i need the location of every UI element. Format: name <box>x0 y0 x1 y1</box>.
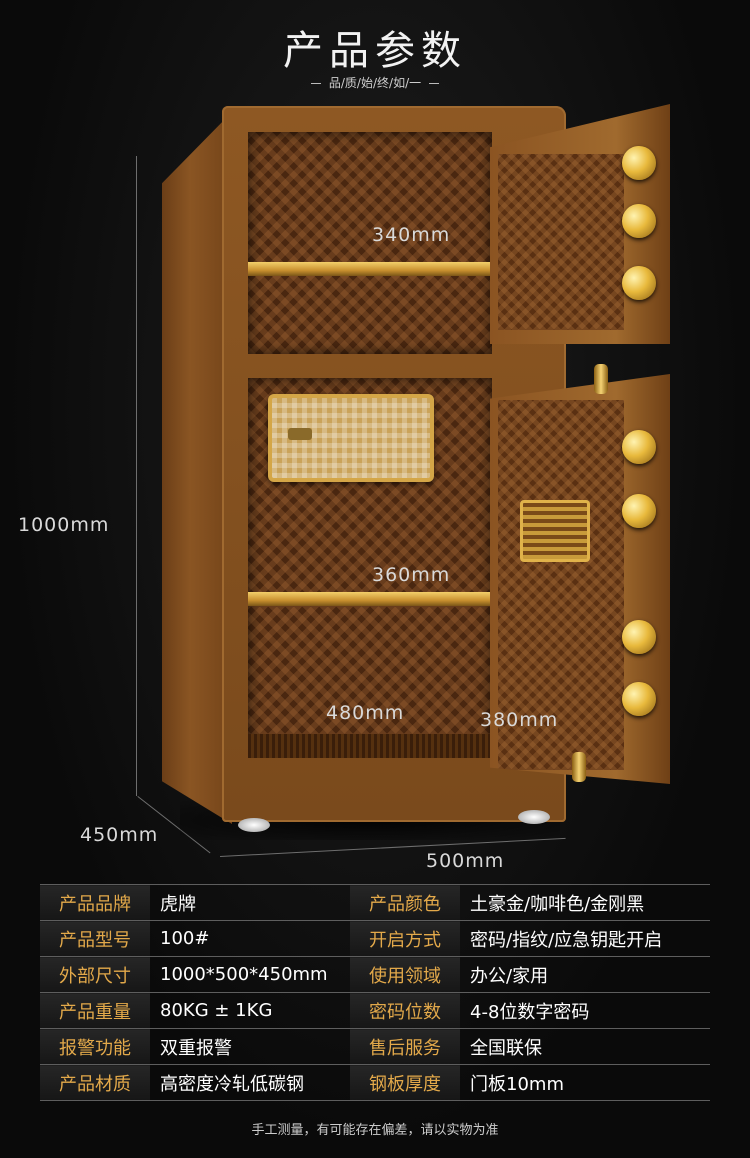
top-hinge-handle <box>594 364 608 394</box>
safe-side-face <box>162 112 232 824</box>
lock-bolt-icon <box>622 620 656 654</box>
top-door <box>490 104 670 344</box>
subtitle-rule-left <box>311 83 322 84</box>
spec-label: 外部尺寸 <box>40 956 150 993</box>
spec-value: 80KG ± 1KG <box>150 992 350 1029</box>
height-label: 1000mm <box>18 514 110 536</box>
bottom-door-panel <box>498 400 624 770</box>
spec-value: 办公/家用 <box>460 956 710 993</box>
table-row: 产品型号 100# 开启方式 密码/指纹/应急钥匙开启 <box>40 920 710 957</box>
spec-label: 报警功能 <box>40 1028 150 1065</box>
lock-bolt-icon <box>622 682 656 716</box>
spec-value: 100# <box>150 920 350 957</box>
bottom-shelf-height-label: 360mm <box>372 564 451 586</box>
page-subtitle: 品/质/始/终/如/一 <box>0 74 750 91</box>
depth-label: 450mm <box>80 824 159 846</box>
spec-label: 产品品牌 <box>40 884 150 921</box>
spec-label: 使用领域 <box>350 956 460 993</box>
top-shelf <box>248 262 492 276</box>
spec-value: 土豪金/咖啡色/金刚黑 <box>460 884 710 921</box>
width-label: 500mm <box>426 850 505 872</box>
spec-label: 钢板厚度 <box>350 1064 460 1101</box>
spec-table: 产品品牌 虎牌 产品颜色 土豪金/咖啡色/金刚黑 产品型号 100# 开启方式 … <box>40 884 710 1101</box>
table-row: 产品品牌 虎牌 产品颜色 土豪金/咖啡色/金刚黑 <box>40 884 710 921</box>
spec-label: 售后服务 <box>350 1028 460 1065</box>
top-compartment <box>248 132 492 354</box>
spec-label: 产品材质 <box>40 1064 150 1101</box>
subtitle-text: 品/质/始/终/如/一 <box>328 76 422 90</box>
table-row: 产品材质 高密度冷轧低碳钢 钢板厚度 门板10mm <box>40 1064 710 1101</box>
width-dimension-line <box>220 837 566 857</box>
top-shelf-height-label: 340mm <box>372 224 451 246</box>
top-door-panel <box>498 154 624 330</box>
spec-label: 密码位数 <box>350 992 460 1029</box>
inner-drawer <box>268 394 434 482</box>
lock-bolt-icon <box>622 494 656 528</box>
keypad-icon <box>520 500 590 562</box>
spec-value: 双重报警 <box>150 1028 350 1065</box>
page-title: 产品参数 <box>283 28 467 74</box>
lock-bolt-icon <box>622 204 656 238</box>
spec-value: 密码/指纹/应急钥匙开启 <box>460 920 710 957</box>
lock-bolt-icon <box>622 146 656 180</box>
spec-value: 4-8位数字密码 <box>460 992 710 1029</box>
drawer-lock-icon <box>288 428 312 440</box>
door-depth-label: 380mm <box>480 709 559 731</box>
bottom-door <box>490 374 670 784</box>
safe-foot <box>518 810 550 824</box>
table-row: 报警功能 双重报警 售后服务 全国联保 <box>40 1028 710 1065</box>
safe-foot <box>238 818 270 832</box>
subtitle-rule-right <box>428 83 439 84</box>
lock-bolt-icon <box>622 430 656 464</box>
footer-note: 手工测量，有可能存在偏差，请以实物为准 <box>251 1123 499 1138</box>
spec-label: 产品颜色 <box>350 884 460 921</box>
spec-value: 高密度冷轧低碳钢 <box>150 1064 350 1101</box>
spec-label: 产品重量 <box>40 992 150 1029</box>
spec-label: 开启方式 <box>350 920 460 957</box>
table-row: 产品重量 80KG ± 1KG 密码位数 4-8位数字密码 <box>40 992 710 1029</box>
table-row: 外部尺寸 1000*500*450mm 使用领域 办公/家用 <box>40 956 710 993</box>
bottom-shelf <box>248 592 492 606</box>
floor-plate <box>248 734 492 758</box>
spec-value: 全国联保 <box>460 1028 710 1065</box>
height-dimension-line <box>136 156 137 796</box>
lock-bolt-icon <box>622 266 656 300</box>
bottom-hinge-handle <box>572 752 586 782</box>
spec-value: 1000*500*450mm <box>150 956 350 993</box>
spec-value: 虎牌 <box>150 884 350 921</box>
inner-width-label: 480mm <box>326 702 405 724</box>
spec-label: 产品型号 <box>40 920 150 957</box>
spec-value: 门板10mm <box>460 1064 710 1101</box>
